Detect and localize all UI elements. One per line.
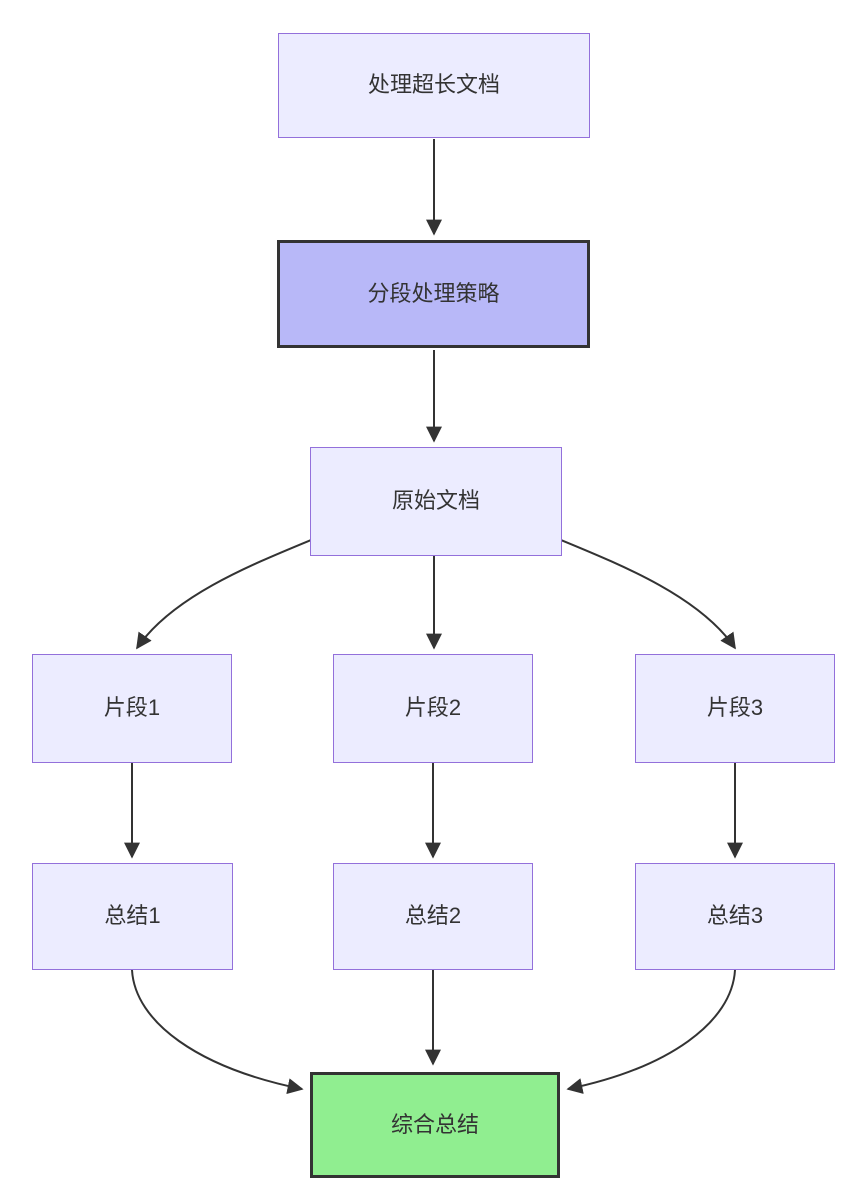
edge-sum1-final bbox=[131, 969, 304, 1094]
edge-original-seg3 bbox=[560, 539, 736, 650]
node-label: 总结1 bbox=[104, 903, 161, 929]
node-summary-3: 总结3 bbox=[635, 863, 835, 970]
node-label: 片段3 bbox=[706, 695, 764, 721]
node-label: 片段2 bbox=[404, 695, 462, 721]
node-label: 原始文档 bbox=[391, 488, 480, 514]
node-label: 分段处理策略 bbox=[367, 280, 500, 306]
node-segment-2: 片段2 bbox=[333, 654, 533, 763]
node-label: 片段1 bbox=[103, 695, 161, 721]
node-segmentation-strategy: 分段处理策略 bbox=[277, 240, 590, 348]
node-label: 处理超长文档 bbox=[367, 72, 500, 98]
node-summary-1: 总结1 bbox=[32, 863, 233, 970]
node-summary-2: 总结2 bbox=[333, 863, 533, 970]
node-final-summary: 综合总结 bbox=[310, 1072, 560, 1178]
node-original-document: 原始文档 bbox=[310, 447, 562, 556]
edge-original-seg1 bbox=[136, 539, 312, 650]
node-label: 总结2 bbox=[404, 903, 462, 929]
node-label: 总结3 bbox=[706, 903, 764, 929]
edge-sum3-final bbox=[566, 969, 736, 1094]
node-label: 综合总结 bbox=[390, 1111, 479, 1137]
node-process-long-document: 处理超长文档 bbox=[278, 33, 590, 138]
node-segment-3: 片段3 bbox=[635, 654, 835, 763]
node-segment-1: 片段1 bbox=[32, 654, 232, 763]
